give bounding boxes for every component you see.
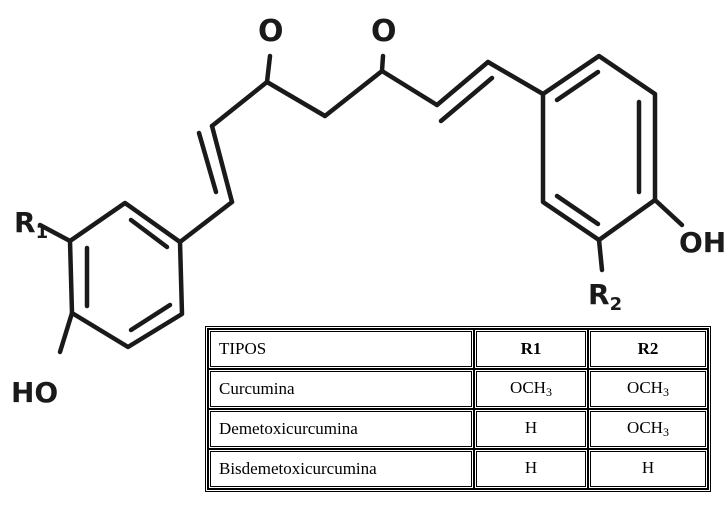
ho-left-label: HO bbox=[11, 376, 58, 409]
carbonyl-o-left-label: O bbox=[258, 14, 284, 49]
bond-r2 bbox=[596, 237, 605, 273]
header-r1: R1 bbox=[474, 329, 588, 369]
row-r2: OCH3 bbox=[588, 409, 708, 449]
right-benzene-ring bbox=[540, 53, 658, 243]
header-r2: R2 bbox=[588, 329, 708, 369]
table-row: Curcumina OCH3 OCH3 bbox=[208, 369, 708, 409]
bond-oh-right bbox=[652, 197, 685, 228]
table-row: Demetoxicurcumina H OCH3 bbox=[208, 409, 708, 449]
header-tipos: TIPOS bbox=[208, 329, 474, 369]
row-r1: OCH3 bbox=[474, 369, 588, 409]
bond-r1 bbox=[37, 222, 73, 244]
left-benzene-ring bbox=[67, 200, 185, 350]
bond-ho-left bbox=[57, 310, 75, 355]
r2-label: R2 bbox=[588, 278, 622, 315]
carbonyl-o-right-label: O bbox=[371, 14, 397, 49]
row-name: Bisdemetoxicurcumina bbox=[208, 449, 474, 489]
oh-right-label: OH bbox=[679, 226, 725, 259]
row-name: Demetoxicurcumina bbox=[208, 409, 474, 449]
curcuminoid-types-table: TIPOS R1 R2 Curcumina OCH3 OCH3 Demetoxi… bbox=[205, 326, 711, 492]
table-row: Bisdemetoxicurcumina H H bbox=[208, 449, 708, 489]
row-name: Curcumina bbox=[208, 369, 474, 409]
row-r1: H bbox=[474, 409, 588, 449]
row-r1: H bbox=[474, 449, 588, 489]
row-r2: H bbox=[588, 449, 708, 489]
r1-label: R1 bbox=[14, 206, 48, 243]
table-header-row: TIPOS R1 R2 bbox=[208, 329, 708, 369]
row-r2: OCH3 bbox=[588, 369, 708, 409]
heptadienone-chain bbox=[177, 53, 546, 245]
